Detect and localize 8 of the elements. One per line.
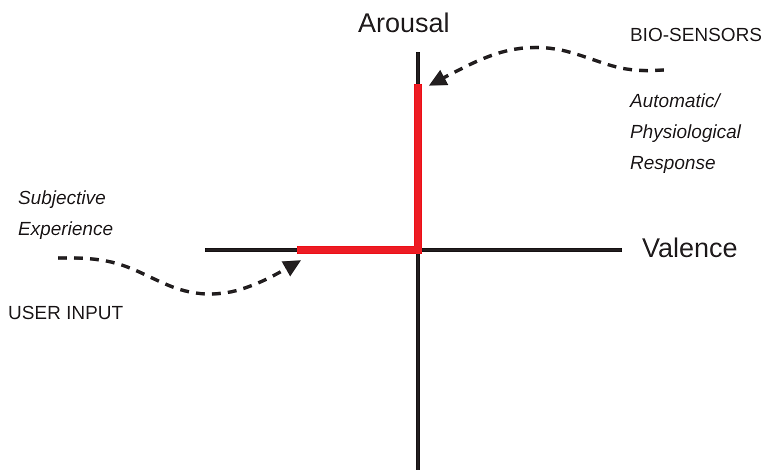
dashed-arrow: [428, 46, 664, 86]
axis-label: Valence: [642, 233, 738, 264]
source-label: BIO-SENSORS: [630, 22, 773, 50]
description-text: Subjective Experience: [18, 187, 114, 242]
description-text: Automatic/ Physiological Response: [630, 90, 742, 176]
source-label: USER INPUT: [8, 300, 148, 328]
axis-label: Arousal: [358, 8, 450, 39]
dashed-arrow: [58, 256, 302, 296]
